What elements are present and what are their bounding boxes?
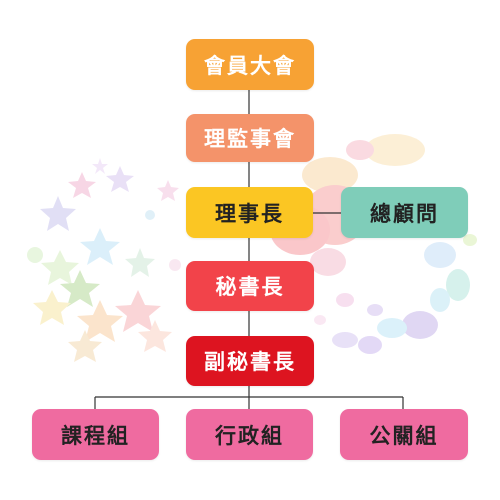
node-secretary-general: 秘書長 xyxy=(186,261,314,311)
star-icon xyxy=(92,158,108,174)
node-supervisors: 理監事會 xyxy=(186,114,314,162)
star-icon xyxy=(115,290,161,332)
node-administration: 行政組 xyxy=(186,409,313,460)
node-chairman-label: 理事長 xyxy=(215,201,284,226)
node-deputy-secretary-label: 副秘書長 xyxy=(204,350,296,374)
node-supervisors-label: 理監事會 xyxy=(204,127,296,151)
node-advisor-label: 總顧問 xyxy=(370,201,439,226)
node-courses: 課程組 xyxy=(32,409,159,460)
node-public-relations: 公關組 xyxy=(340,409,468,460)
node-assembly-label: 會員大會 xyxy=(204,53,296,78)
star-icon xyxy=(80,228,120,265)
star-icon xyxy=(68,172,96,198)
node-chairman: 理事長 xyxy=(186,187,313,238)
node-secretary-general-label: 秘書長 xyxy=(215,275,285,299)
star-icon xyxy=(138,320,172,352)
star-icon xyxy=(33,290,71,325)
node-courses-label: 課程組 xyxy=(61,423,130,448)
connectors xyxy=(94,90,404,409)
star-icon xyxy=(106,166,134,192)
star-icon xyxy=(41,250,79,285)
star-icon xyxy=(60,270,100,307)
node-advisor: 總顧問 xyxy=(341,187,468,238)
node-administration-label: 行政組 xyxy=(215,423,284,448)
node-deputy-secretary: 副秘書長 xyxy=(186,336,314,386)
star-icon xyxy=(125,248,155,277)
node-assembly: 會員大會 xyxy=(186,39,314,90)
star-icon xyxy=(157,180,179,201)
star-icon xyxy=(40,196,76,231)
node-public-relations-label: 公關組 xyxy=(369,423,439,448)
star-icon xyxy=(68,330,102,362)
star-icon xyxy=(77,300,123,342)
